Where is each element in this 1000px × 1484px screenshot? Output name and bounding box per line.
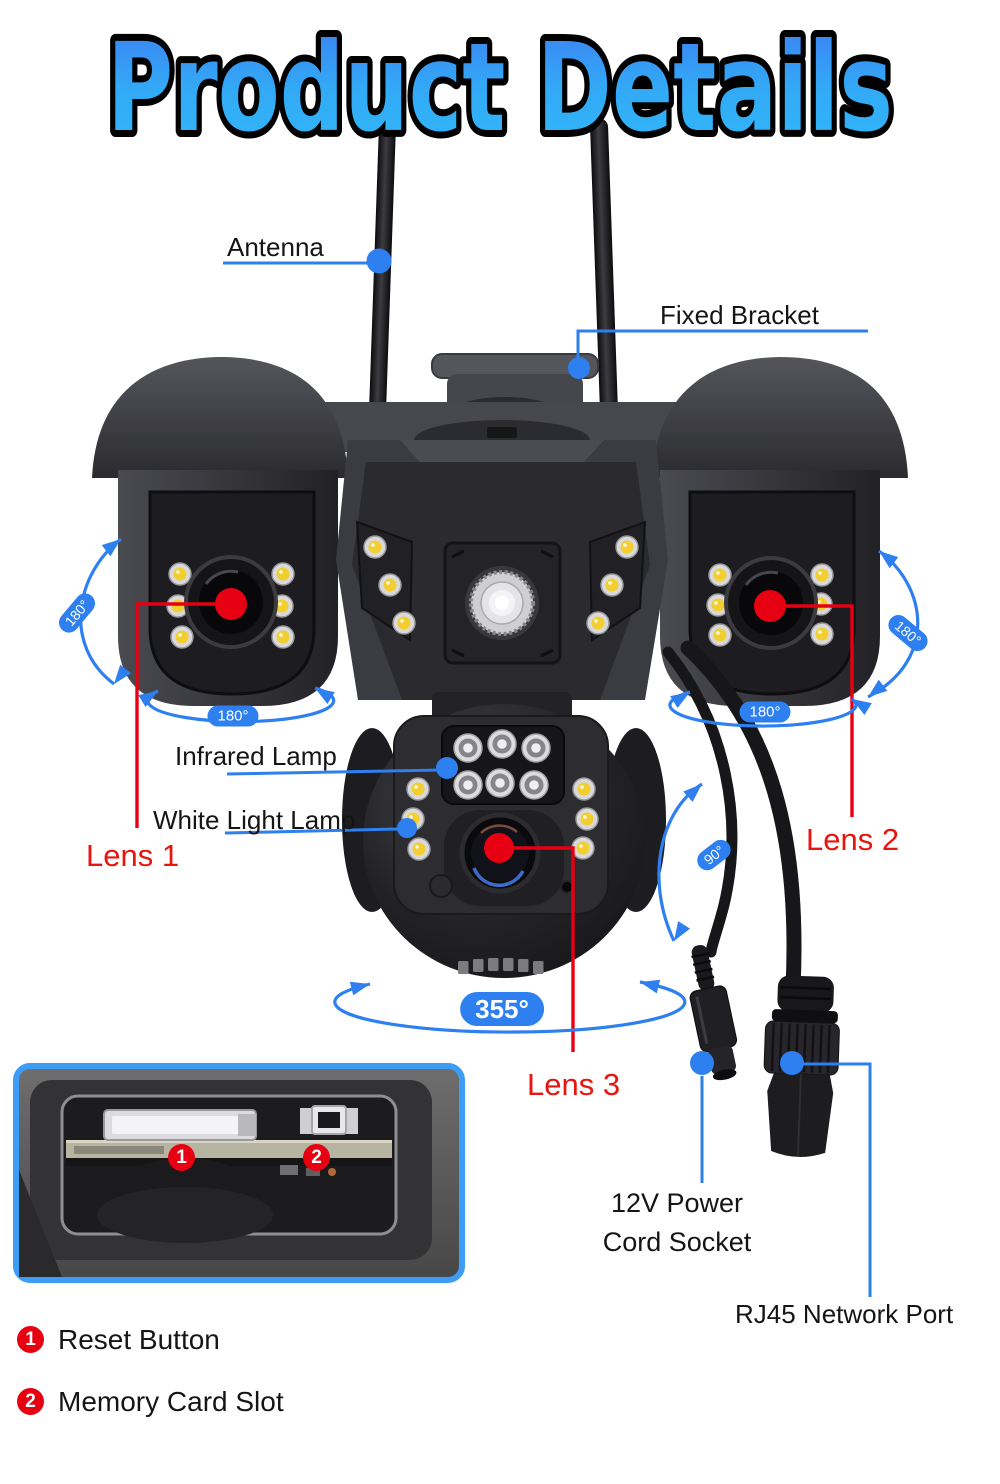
fixed-bracket-label: Fixed Bracket bbox=[660, 300, 819, 330]
lens3-dot bbox=[484, 833, 514, 863]
left-camera bbox=[92, 357, 348, 706]
vent-slots bbox=[458, 958, 544, 974]
legend-1-label: Reset Button bbox=[58, 1324, 220, 1355]
legend-1-badge: 1 bbox=[17, 1326, 44, 1353]
antenna-label: Antenna bbox=[227, 232, 324, 262]
legend-2-label: Memory Card Slot bbox=[58, 1386, 284, 1417]
ptz-pan-badge: 355° bbox=[460, 992, 544, 1026]
rj45-dot bbox=[780, 1051, 804, 1075]
left-pan-badge: 180° bbox=[207, 705, 259, 727]
inset-marker-2: 2 bbox=[303, 1144, 330, 1171]
red-leader-lines bbox=[135, 602, 854, 1052]
lens1-label: Lens 1 bbox=[86, 838, 180, 873]
cables bbox=[662, 640, 840, 1157]
power-connector bbox=[689, 944, 738, 1081]
center-head bbox=[336, 440, 668, 700]
infrared-lamp-label: Infrared Lamp bbox=[175, 741, 337, 771]
power-dot bbox=[690, 1051, 714, 1075]
right-pan-badge: 180° bbox=[739, 701, 791, 723]
lens1-dot bbox=[215, 588, 247, 620]
lens2-dot bbox=[754, 590, 786, 622]
antenna-left-rod bbox=[368, 122, 396, 445]
spotlight bbox=[465, 566, 539, 640]
memory-card bbox=[103, 1109, 257, 1141]
antenna-dot bbox=[366, 248, 392, 274]
inset-marker-1: 1 bbox=[168, 1144, 195, 1171]
page-title: Product Details bbox=[107, 17, 893, 159]
power-socket-label: 12V Power Cord Socket bbox=[603, 1184, 752, 1262]
legend-2-badge: 2 bbox=[17, 1388, 44, 1415]
power-socket-label-line2: Cord Socket bbox=[602, 1227, 752, 1257]
rj45-label: RJ45 Network Port bbox=[735, 1299, 954, 1329]
reset-button-part bbox=[300, 1105, 358, 1135]
white-light-dot bbox=[397, 818, 417, 838]
right-camera bbox=[652, 357, 908, 706]
infrared-dot bbox=[436, 757, 458, 779]
lens3-label: Lens 3 bbox=[527, 1067, 621, 1102]
blue-leader-lines bbox=[223, 261, 872, 1297]
bracket-dot bbox=[568, 357, 590, 379]
inset-photo bbox=[13, 1063, 465, 1283]
white-light-lamp-label: White Light Lamp bbox=[153, 805, 356, 835]
power-socket-label-line1: 12V Power bbox=[610, 1188, 744, 1218]
lens2-label: Lens 2 bbox=[806, 822, 900, 857]
antenna-right-rod bbox=[590, 118, 619, 445]
annotation-layer bbox=[79, 248, 920, 1297]
